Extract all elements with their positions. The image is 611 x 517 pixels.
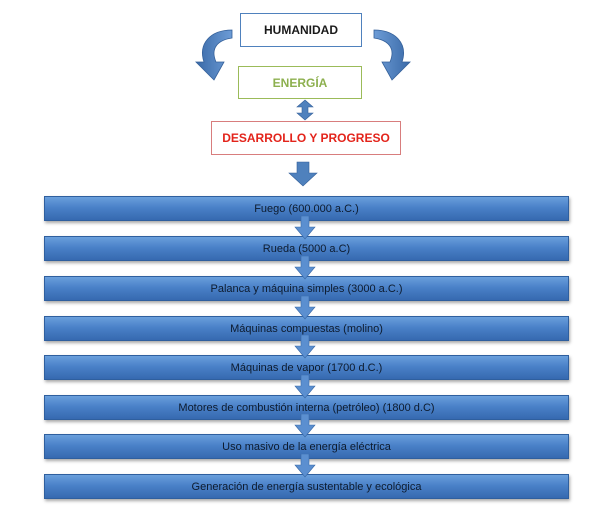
connector-arrow-icon xyxy=(294,454,316,478)
curved-arrow-right-icon xyxy=(373,29,411,81)
double-arrow-icon xyxy=(296,99,314,121)
connector-arrow-icon xyxy=(294,296,316,320)
connector-arrow-icon xyxy=(294,216,316,240)
timeline-step-label: Máquinas de vapor (1700 d.C.) xyxy=(230,361,383,374)
timeline-step-label: Generación de energía sustentable y ecol… xyxy=(191,480,422,493)
energia-box: ENERGÍA xyxy=(238,66,362,99)
timeline-step-6: Motores de combustión interna (petróleo)… xyxy=(44,395,569,420)
timeline-step-label: Motores de combustión interna (petróleo)… xyxy=(178,401,435,414)
down-arrow-icon xyxy=(288,161,318,187)
energia-label: ENERGÍA xyxy=(272,75,328,90)
curved-arrow-left-icon xyxy=(195,29,233,81)
humanidad-box: HUMANIDAD xyxy=(240,13,362,47)
timeline-step-label: Rueda (5000 a.C) xyxy=(262,242,351,255)
connector-arrow-icon xyxy=(294,414,316,438)
connector-arrow-icon xyxy=(294,335,316,359)
connector-arrow-icon xyxy=(294,256,316,280)
timeline-step-label: Máquinas compuestas (molino) xyxy=(230,322,383,335)
desarrollo-box: DESARROLLO Y PROGRESO xyxy=(211,121,401,155)
humanidad-label: HUMANIDAD xyxy=(264,23,338,37)
desarrollo-label: DESARROLLO Y PROGRESO xyxy=(222,131,390,145)
timeline-step-8: Generación de energía sustentable y ecol… xyxy=(44,474,569,499)
connector-arrow-icon xyxy=(294,375,316,399)
timeline-step-label: Fuego (600.000 a.C.) xyxy=(254,202,359,215)
timeline-step-label: Palanca y máquina simples (3000 a.C.) xyxy=(210,282,403,295)
timeline-step-label: Uso masivo de la energía eléctrica xyxy=(222,440,391,453)
timeline-step-5: Máquinas de vapor (1700 d.C.) xyxy=(44,355,569,380)
